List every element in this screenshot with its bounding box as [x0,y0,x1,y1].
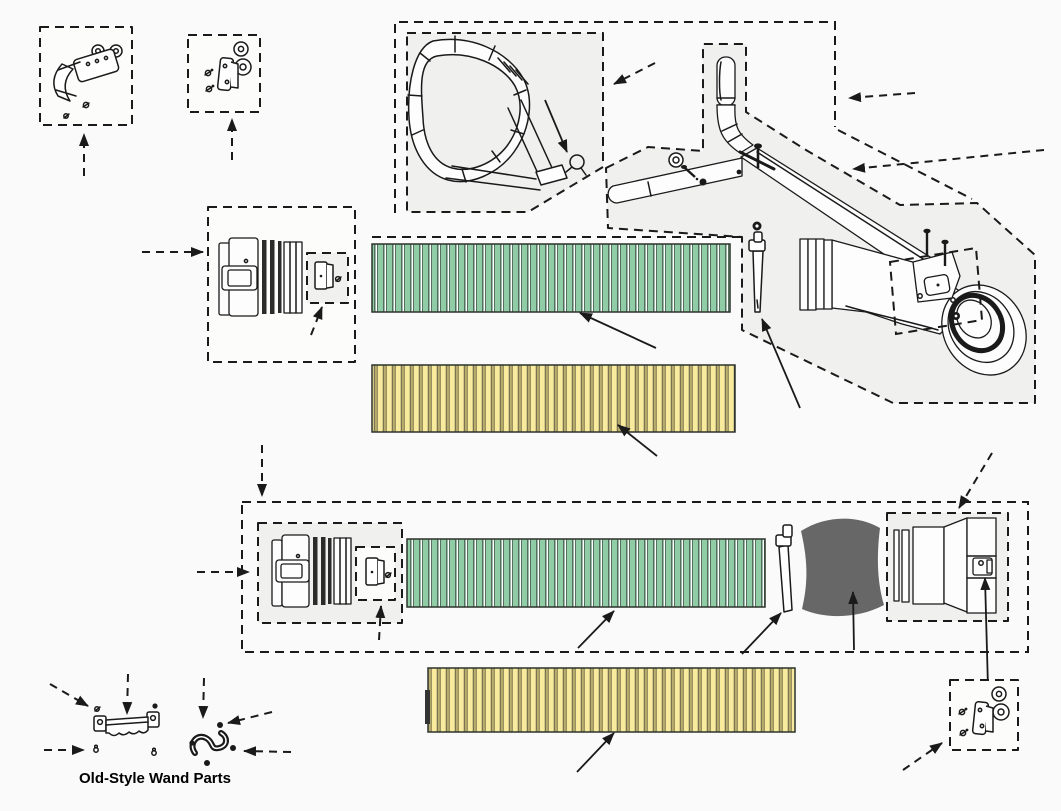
yellow-hose-lower [427,667,796,733]
blower-elbow [799,228,1027,376]
yellow-hose-upper [371,364,736,433]
tube-rivet [699,178,707,186]
pointer-arrow-strap [544,99,568,153]
wand-spring-clip [189,722,236,766]
tube-strap-upper [748,231,766,313]
hinge-bracket [971,701,994,736]
callout-arrow-tube [852,149,1045,173]
cuff-latch [972,557,993,576]
callout-arrow-hinge-kit-lower [902,742,943,771]
handle-bend [716,104,754,154]
pointer-arrow-tube-strap-lower [741,612,782,655]
strap-buckle-stripes [497,57,529,85]
debris-bag [801,518,884,617]
old-style-wand-parts: Old-Style Wand Parts [44,673,292,787]
region-divider-line [837,129,973,200]
screw-icon [93,703,158,756]
cuff-latch-boxlet [306,252,349,304]
pointer-arrow-yellow-hose-lower [576,732,615,773]
screw-icon [204,68,215,93]
pointer-arrow-green-hose-lower [577,610,615,649]
callout-arrow-wand-bracket [122,673,133,715]
strap-tail [507,99,554,179]
old-style-wand-parts-label: Old-Style Wand Parts [79,770,231,787]
pointer-line-latch-to-kit [980,577,991,689]
tube-rivet [736,169,742,175]
wand-bracket [93,711,160,737]
top-assembly-box [394,21,836,213]
callout-arrow-latch-upper [310,306,323,336]
green-hose-upper [371,243,731,313]
tube-strap-lower [775,524,793,613]
pointer-arrow-bag [848,591,859,651]
left-grip-tube [607,157,743,204]
clamp-bracket-kit-box [39,26,133,126]
pointer-arrow-tube-strap-upper [761,318,801,409]
reducer-cuff-region [886,512,1009,622]
washer-icon [233,41,252,76]
screw-icon [958,707,969,737]
hinge-kit-box-lower [949,679,1019,751]
screw-icon [923,228,949,266]
elbow-outlet-bell [941,284,1027,376]
screw-icon [63,101,90,119]
elbow-bracket-box [888,246,984,336]
hose-end-cap [425,690,430,724]
pointer-arrow-green-hose-upper [579,312,657,349]
screw-icon [754,143,762,168]
shoulder-strap [407,35,587,191]
elbow-mount-bracket [912,251,961,303]
tube-grommet [952,312,960,320]
reducer-cuff [893,517,997,614]
callout-arrow-reducer [958,452,993,509]
lower-assembly-box [241,501,1029,653]
upper-cuff-box [207,206,356,363]
hinge-bracket [216,57,239,92]
pointer-arrow-yellow-hose-upper [617,424,658,457]
green-hose-lower [406,538,766,608]
callout-arrow-wand-screw [49,683,89,707]
clamp-bracket [53,48,120,102]
lower-cuff-region [257,522,403,624]
callout-arrow-latch-lower [375,605,386,641]
elbow-inlet-ribs [799,238,833,311]
hose-cuff [218,237,303,317]
callout-arrow-spring-top [198,677,209,719]
hinge-bracket-kit-box [187,34,261,113]
hose-cuff [271,534,352,608]
tube-grommet [752,221,762,231]
callout-arrow-spring-right [227,711,273,725]
callout-arrow-strap-region [613,62,656,85]
callout-arrow-spring-lower [243,746,292,757]
eyelet-and-screw [668,152,699,181]
blower-handle-assembly [607,56,939,281]
cuff-latch-boxlet [355,546,396,601]
callout-arrow-handle [848,92,916,103]
strap-clip-hook [535,154,587,186]
